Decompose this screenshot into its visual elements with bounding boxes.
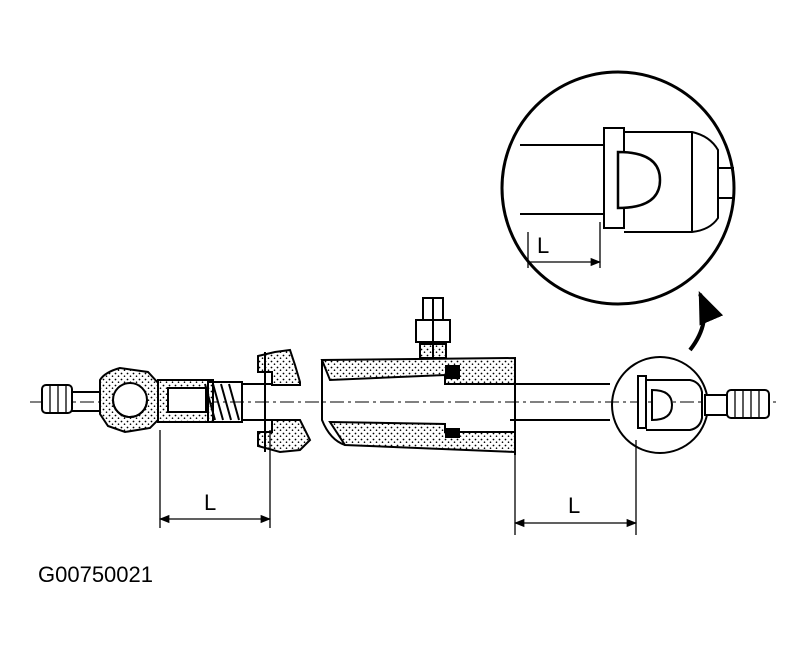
rack-housing xyxy=(320,356,610,455)
left-dimension xyxy=(158,430,272,528)
left-inner-tube xyxy=(157,379,272,423)
right-tie-rod-end xyxy=(704,389,770,419)
left-ball-joint-housing xyxy=(99,366,161,434)
right-dimension-label: L xyxy=(568,493,580,518)
left-housing-flange xyxy=(257,348,312,454)
callout-arrow-icon xyxy=(688,291,724,352)
left-dimension-label: L xyxy=(204,490,216,515)
right-dimension xyxy=(513,440,638,535)
pinion-valve xyxy=(415,297,451,359)
figure-id: G00750021 xyxy=(38,562,153,587)
magnified-detail xyxy=(500,70,736,306)
detail-dimension-label: L xyxy=(537,233,549,258)
right-joint-circle xyxy=(611,356,709,454)
left-tie-rod-end xyxy=(41,384,101,414)
